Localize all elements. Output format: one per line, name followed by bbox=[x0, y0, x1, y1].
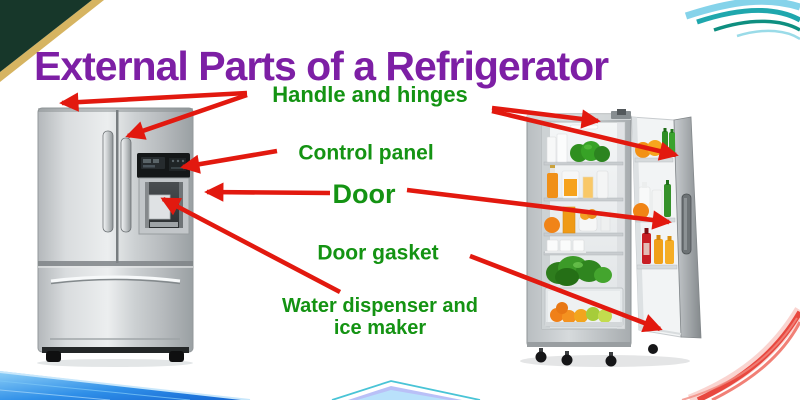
interior-right-wall bbox=[617, 122, 625, 329]
casters bbox=[535, 344, 658, 367]
right-door-handle bbox=[120, 137, 132, 233]
door-hinge-pin bbox=[617, 109, 626, 115]
bottom-left-wave-decoration bbox=[0, 371, 251, 400]
shelf-cups-row bbox=[545, 239, 586, 253]
label-door: Door bbox=[332, 179, 396, 210]
drawer-bottom-seam bbox=[50, 338, 180, 340]
label-water-dispenser-line1: Water dispenser and bbox=[282, 295, 478, 317]
bottom-center-peak-decoration bbox=[331, 380, 481, 400]
water-dispenser bbox=[138, 177, 190, 235]
open-door bbox=[631, 116, 702, 339]
floor-shadow bbox=[37, 359, 193, 367]
interior-lamp bbox=[569, 124, 599, 130]
fridge-top-edge bbox=[38, 108, 193, 112]
label-water-dispenser: Water dispenser and ice maker bbox=[282, 295, 478, 339]
left-door-handle bbox=[102, 130, 114, 233]
cabinet-base bbox=[527, 342, 631, 347]
freezer-seam-highlight bbox=[38, 266, 193, 268]
base-grille bbox=[42, 347, 189, 353]
label-control-panel: Control panel bbox=[298, 141, 434, 165]
freezer-seam bbox=[38, 261, 193, 266]
closed-refrigerator-image bbox=[37, 107, 194, 367]
label-water-dispenser-line2: ice maker bbox=[333, 317, 427, 339]
label-door-gasket: Door gasket bbox=[317, 241, 439, 265]
page-title: External Parts of a Refrigerator bbox=[34, 43, 609, 90]
door-center-seam bbox=[116, 110, 119, 263]
bottom-right-swoosh-decoration bbox=[681, 307, 800, 400]
top-right-swoosh-decoration bbox=[684, 0, 800, 41]
control-panel bbox=[137, 153, 190, 178]
left-wheel bbox=[46, 351, 61, 362]
open-refrigerator-image bbox=[520, 109, 702, 367]
door-handle-highlight bbox=[684, 198, 687, 250]
right-wheel bbox=[169, 351, 184, 362]
top-left-triangle-decoration bbox=[0, 0, 104, 82]
label-handle-and-hinges: Handle and hinges bbox=[272, 81, 468, 107]
crisper-drawer bbox=[544, 287, 624, 327]
